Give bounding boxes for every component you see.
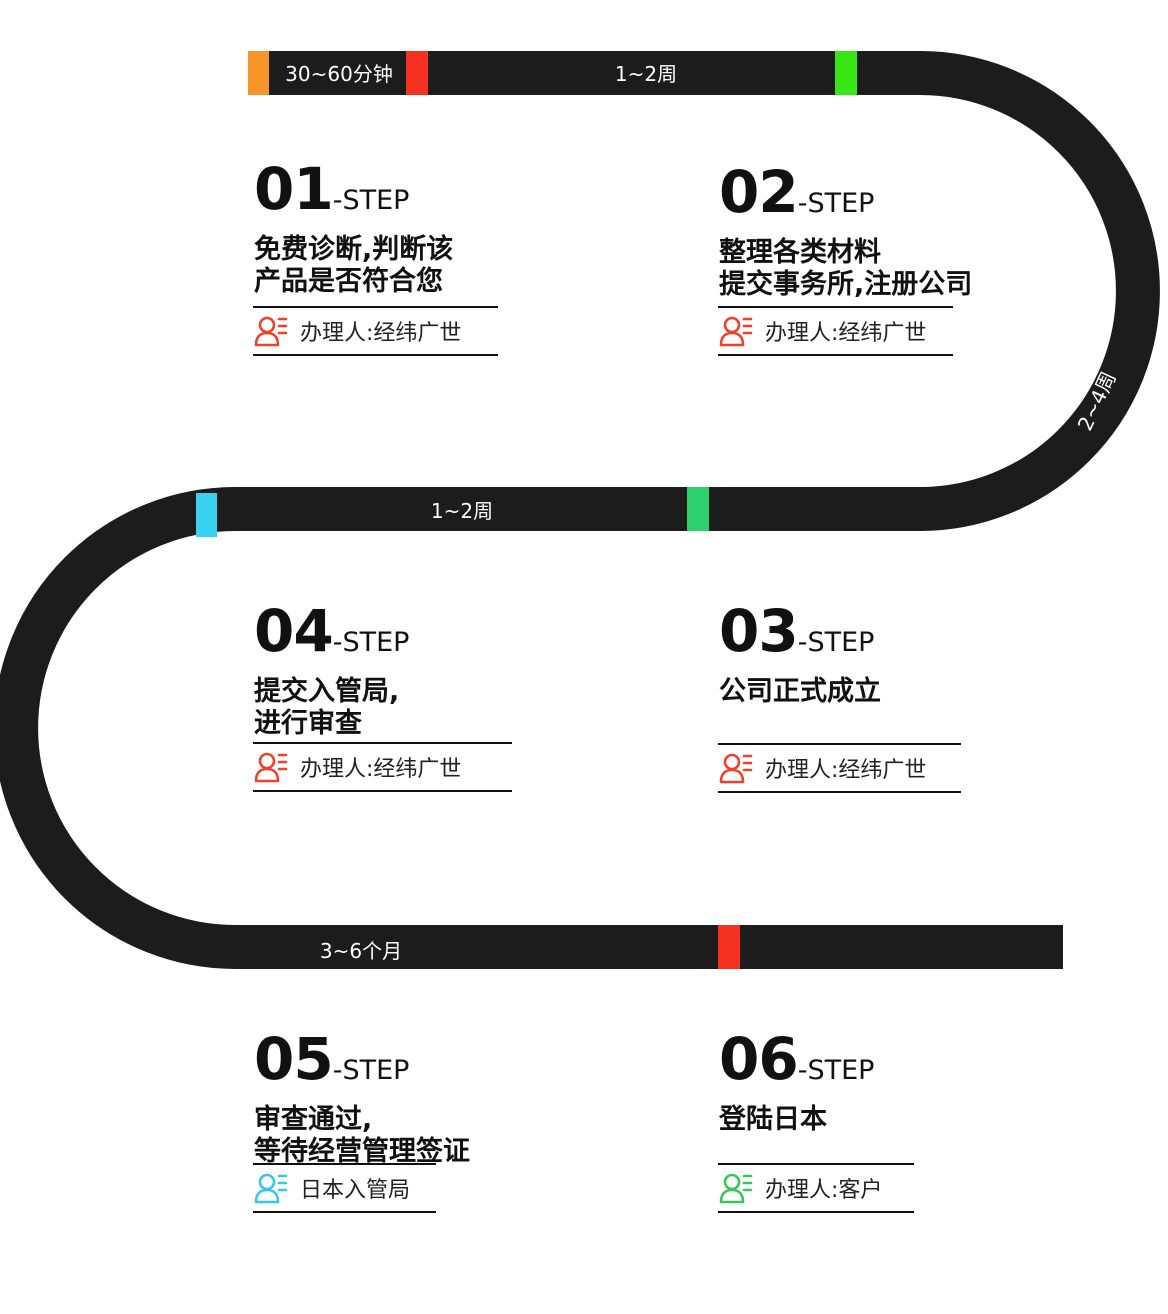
step-heading: 02-STEP bbox=[719, 163, 972, 221]
duration-label-2: 1~2周 bbox=[615, 62, 677, 86]
marker-orange bbox=[248, 51, 269, 95]
person-icon bbox=[719, 316, 753, 347]
marker-red-2 bbox=[718, 925, 740, 969]
person-icon bbox=[254, 316, 288, 347]
person-icon bbox=[254, 1173, 288, 1204]
step-number: 05 bbox=[254, 1025, 334, 1093]
step-number: 06 bbox=[719, 1025, 799, 1093]
step-heading: 06-STEP bbox=[719, 1030, 874, 1088]
agent-label: 办理人:客户 bbox=[765, 1178, 883, 1203]
step-suffix: -STEP bbox=[797, 188, 875, 219]
step-heading: 03-STEP bbox=[719, 602, 881, 660]
step-title-line: 提交入管局, bbox=[254, 676, 400, 707]
step-number: 04 bbox=[254, 597, 334, 665]
duration-label-1: 30~60分钟 bbox=[285, 62, 393, 86]
step-title: 公司正式成立 bbox=[719, 676, 881, 708]
step-title-line: 等待经营管理签证 bbox=[254, 1136, 470, 1167]
person-icon bbox=[719, 753, 753, 784]
step-suffix: -STEP bbox=[332, 185, 410, 216]
person-icon bbox=[719, 1173, 753, 1204]
step-title-line: 整理各类材料 bbox=[719, 237, 881, 268]
step-number: 02 bbox=[719, 158, 799, 226]
agent-label: 办理人:经纬广世 bbox=[765, 321, 927, 346]
step-number: 03 bbox=[719, 597, 799, 665]
agent-box-03: 办理人:经纬广世 bbox=[718, 743, 961, 793]
step-02: 02-STEP 整理各类材料 提交事务所,注册公司 bbox=[719, 163, 972, 301]
agent-label: 办理人:经纬广世 bbox=[300, 757, 462, 782]
duration-label-5: 3~6个月 bbox=[320, 939, 402, 963]
step-suffix: -STEP bbox=[332, 1055, 410, 1086]
agent-box-05: 日本入管局 bbox=[253, 1163, 436, 1213]
agent-box-02: 办理人:经纬广世 bbox=[718, 306, 953, 356]
agent-box-01: 办理人:经纬广世 bbox=[253, 306, 498, 356]
person-icon bbox=[254, 752, 288, 783]
marker-red-1 bbox=[406, 51, 428, 95]
step-title-line: 免费诊断,判断该 bbox=[254, 234, 454, 265]
step-title: 免费诊断,判断该 产品是否符合您 bbox=[254, 234, 453, 298]
marker-green bbox=[835, 51, 857, 95]
step-suffix: -STEP bbox=[797, 1055, 875, 1086]
duration-label-4: 1~2周 bbox=[431, 499, 493, 523]
step-heading: 05-STEP bbox=[254, 1030, 470, 1088]
track-path bbox=[0, 51, 1160, 969]
agent-box-04: 办理人:经纬广世 bbox=[253, 742, 512, 792]
agent-label: 办理人:经纬广世 bbox=[765, 758, 927, 783]
step-06: 06-STEP 登陆日本 bbox=[719, 1030, 874, 1136]
step-title-line: 登陆日本 bbox=[719, 1104, 827, 1135]
step-heading: 04-STEP bbox=[254, 602, 409, 660]
marker-teal bbox=[687, 487, 709, 531]
step-title-line: 提交事务所,注册公司 bbox=[719, 269, 973, 300]
step-title-line: 审查通过, bbox=[254, 1104, 373, 1135]
marker-cyan bbox=[196, 493, 217, 537]
agent-label: 办理人:经纬广世 bbox=[300, 321, 462, 346]
step-title: 审查通过, 等待经营管理签证 bbox=[254, 1104, 470, 1168]
step-suffix: -STEP bbox=[797, 627, 875, 658]
step-suffix: -STEP bbox=[332, 627, 410, 658]
step-04: 04-STEP 提交入管局, 进行审查 bbox=[254, 602, 409, 740]
step-title: 登陆日本 bbox=[719, 1104, 874, 1136]
step-title-line: 产品是否符合您 bbox=[254, 266, 443, 297]
step-title: 提交入管局, 进行审查 bbox=[254, 676, 409, 740]
agent-label: 日本入管局 bbox=[300, 1178, 411, 1203]
step-number: 01 bbox=[254, 155, 334, 223]
step-title: 整理各类材料 提交事务所,注册公司 bbox=[719, 237, 972, 301]
agent-box-06: 办理人:客户 bbox=[718, 1163, 914, 1213]
step-05: 05-STEP 审查通过, 等待经营管理签证 bbox=[254, 1030, 470, 1168]
step-heading: 01-STEP bbox=[254, 160, 453, 218]
step-title-line: 进行审查 bbox=[254, 708, 362, 739]
step-title-line: 公司正式成立 bbox=[719, 676, 881, 707]
step-01: 01-STEP 免费诊断,判断该 产品是否符合您 bbox=[254, 160, 453, 298]
step-03: 03-STEP 公司正式成立 bbox=[719, 602, 881, 708]
